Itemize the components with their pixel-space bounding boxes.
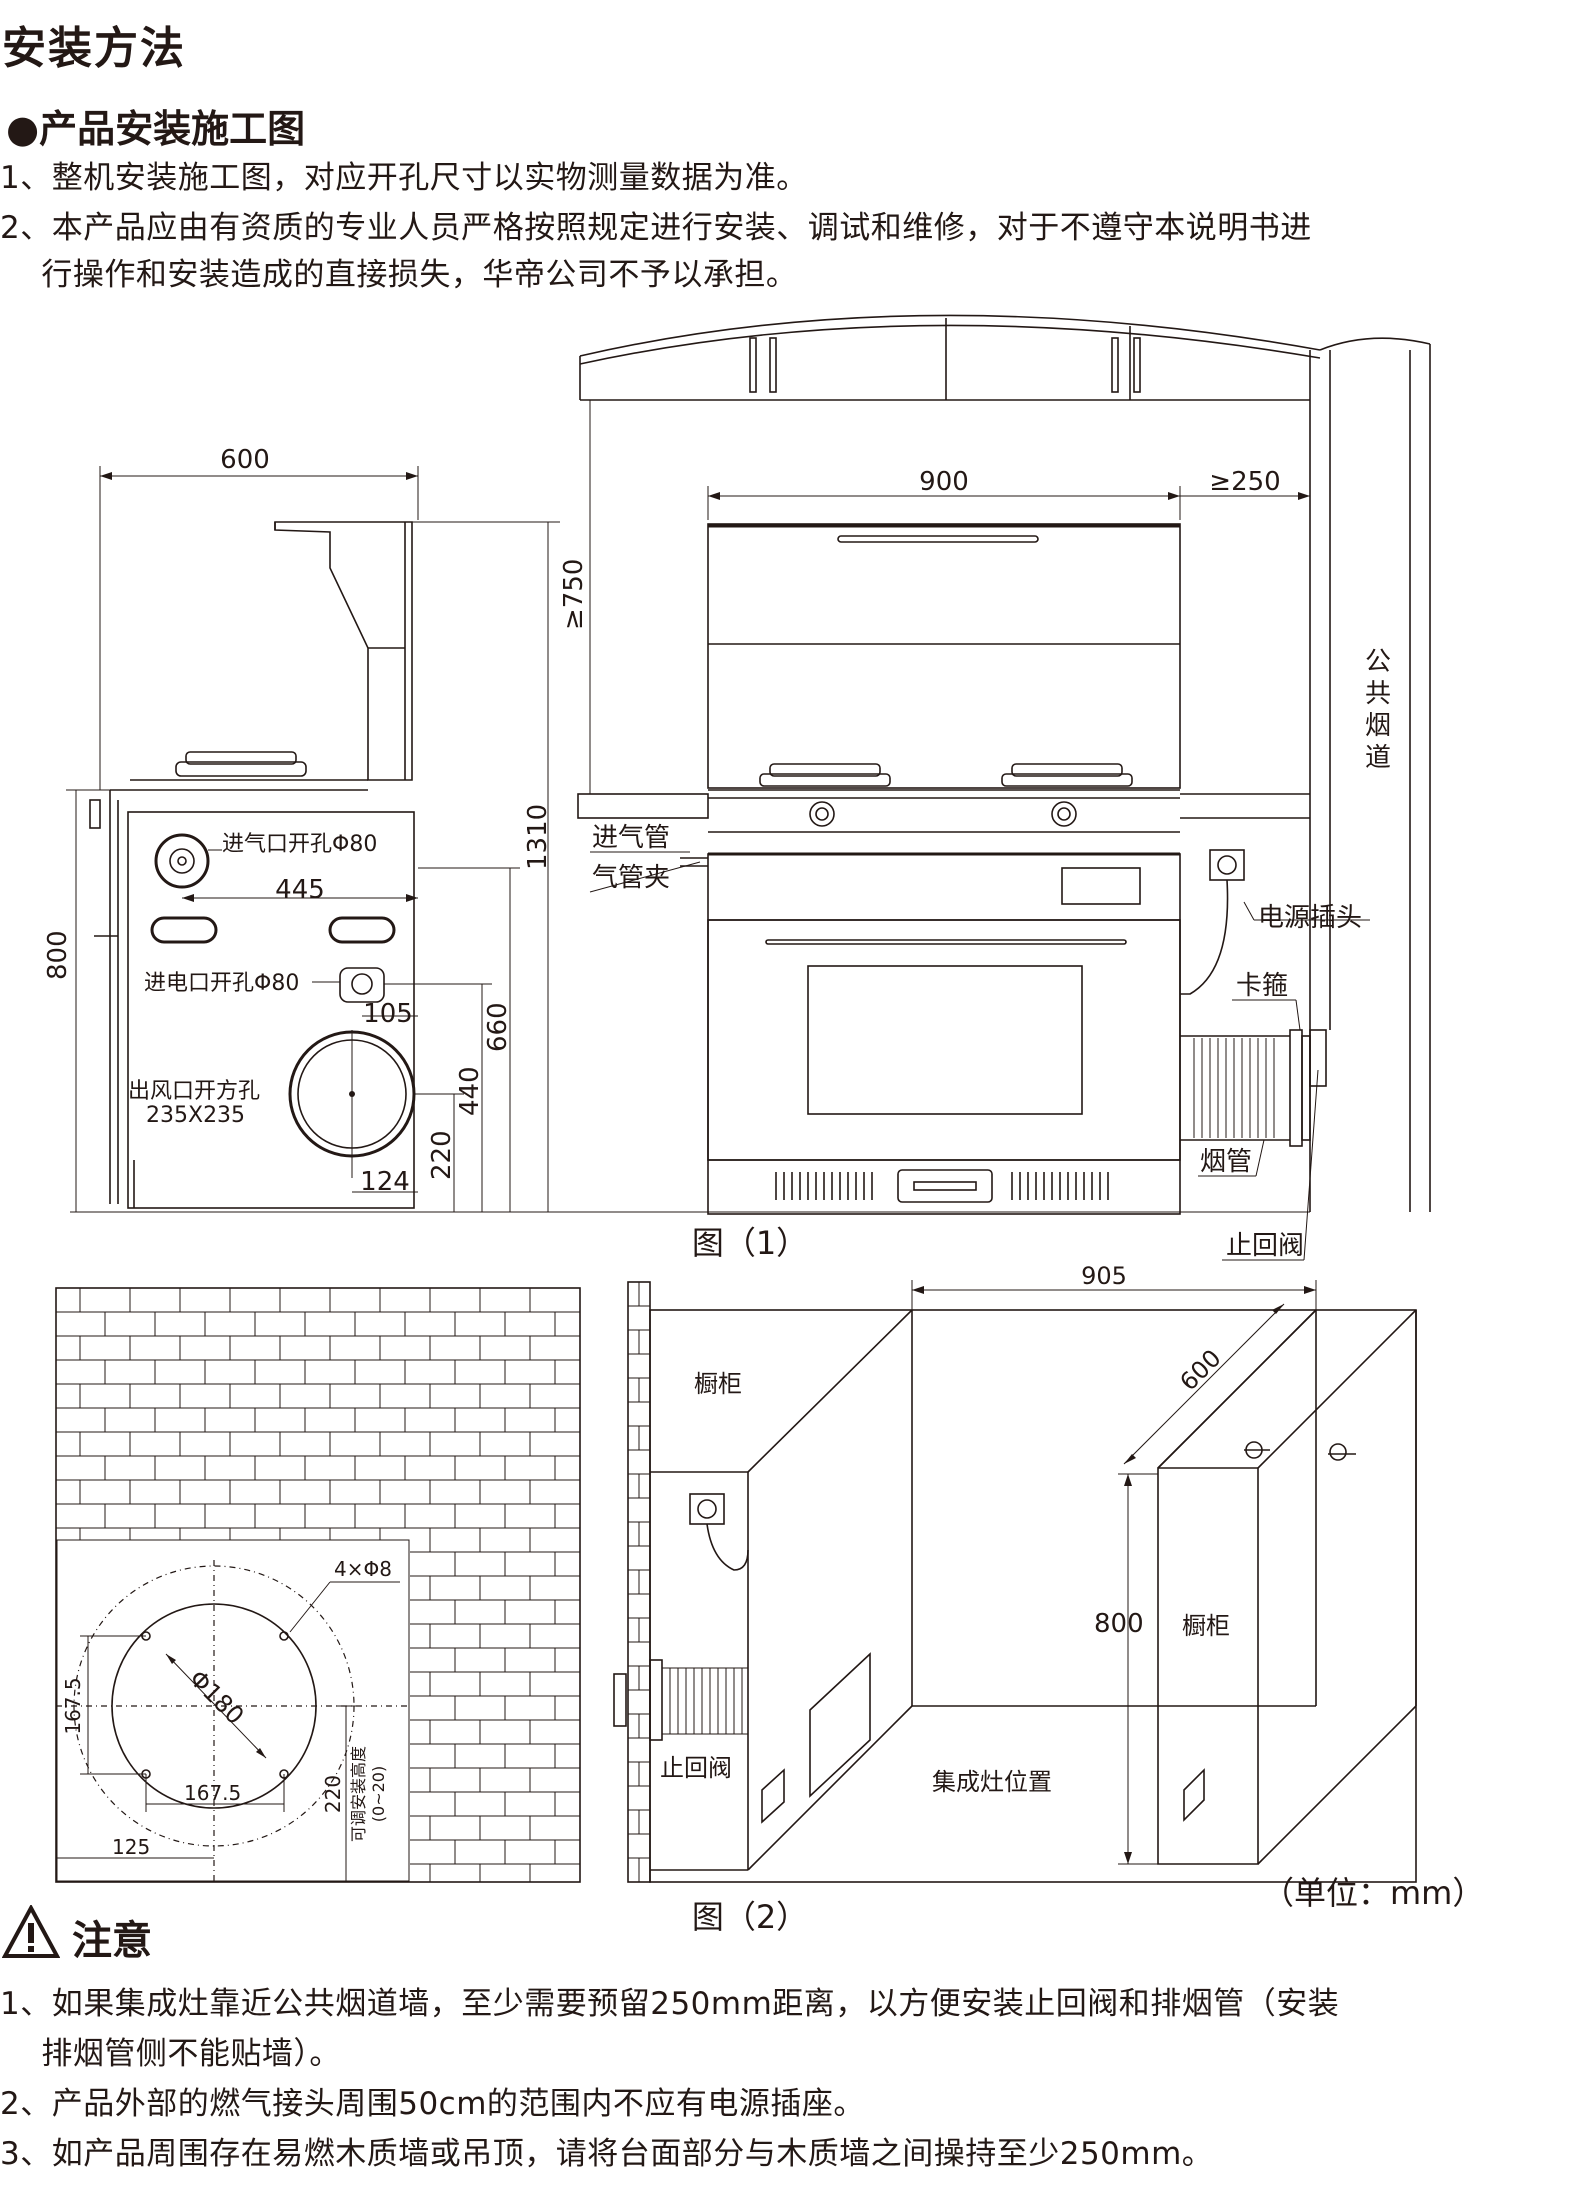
figure2-caption: 图（2）: [692, 1898, 808, 1936]
dim-124: 124: [360, 1167, 410, 1197]
notice-heading-text: 注意: [72, 1918, 152, 1964]
dim-600: 600: [220, 445, 270, 475]
intro-item-2-cont: 行操作和安装造成的直接损失，华帝公司不予以承担。: [0, 257, 798, 293]
dim-440: 440: [455, 1066, 485, 1116]
gas-hole-label: 进气口开孔Φ80: [222, 832, 377, 857]
dim-600-depth: 600: [1174, 1344, 1226, 1396]
cabinet-duct: [613, 1659, 748, 1741]
adjust-label-1: 可调安装高度: [349, 1746, 368, 1842]
dim-220-side: 220: [427, 1130, 457, 1180]
position-label: 集成灶位置: [932, 1768, 1052, 1796]
smoke-pipe-label: 烟管: [1200, 1147, 1252, 1177]
h-220-label: 220: [321, 1775, 345, 1813]
notice-item-1: 1、如果集成灶靠近公共烟道墙，至少需要预留250mm距离，以方便安装止回阀和排烟…: [0, 1986, 1340, 2022]
vent-grille-right: [1011, 1172, 1109, 1200]
w-167-label: 167.5: [184, 1781, 241, 1805]
section-heading: ●产品安装施工图: [6, 98, 305, 153]
notice-item-3: 3、如产品周围存在易燃木质墙或吊顶，请将台面部分与木质墙之间操持至少250mm。: [0, 2136, 1214, 2172]
w-125-label: 125: [112, 1835, 150, 1859]
section-heading-text: 产品安装施工图: [39, 107, 306, 151]
h-167-label: 167.5: [61, 1677, 85, 1734]
dim-800-cabinet: 800: [1094, 1609, 1144, 1639]
figure2-wall-view: 4×Φ8 Φ180 167.5 167.5 125 220 可调安装高度 (0~…: [55, 1287, 581, 1883]
dim-105: 105: [363, 999, 413, 1029]
intro-item-2: 2、本产品应由有资质的专业人员严格按照规定进行安装、调试和维修，对于不遵守本说明…: [0, 210, 1312, 246]
dim-900: 900: [919, 467, 969, 497]
flue-char-4: 道: [1365, 743, 1391, 773]
vent-size-label: 235X235: [146, 1103, 245, 1128]
figure1-side-view: 600 进气口开孔Φ80 445 进电口开孔Φ80: [43, 445, 586, 1213]
cabinet-check-valve-label: 止回阀: [660, 1754, 732, 1782]
dim-800-side: 800: [43, 930, 73, 980]
notice-heading: 注意: [1, 1903, 152, 1969]
notice-item-2: 2、产品外部的燃气接头周围50cm的范围内不应有电源插座。: [0, 2086, 865, 2122]
vent-grille-left: [775, 1172, 873, 1200]
flue-char-1: 公: [1365, 647, 1391, 677]
holes-label: 4×Φ8: [334, 1557, 392, 1581]
gas-pipe-label: 进气管: [592, 823, 670, 853]
power-hole-label: 进电口开孔Φ80: [144, 971, 299, 996]
check-valve-label: 止回阀: [1226, 1231, 1304, 1261]
notice-item-1-cont: 排烟管侧不能贴墙）。: [0, 2036, 341, 2072]
clamp-label: 卡箍: [1236, 971, 1288, 1001]
vent-hole-label: 出风口开方孔: [128, 1079, 260, 1104]
page-title: 安装方法: [2, 23, 186, 74]
bullet-icon: ●: [6, 107, 40, 151]
unit-label: （单位：mm）: [1262, 1874, 1484, 1912]
cabinet-right-label: 橱柜: [1182, 1612, 1230, 1640]
power-plug-label: 电源插头: [1258, 903, 1362, 933]
warning-icon: [1, 1903, 61, 1969]
diameter-label: Φ180: [184, 1664, 250, 1730]
dim-1310: 1310: [523, 804, 553, 870]
figure2-cabinet-view: 橱柜 止回阀 集成灶位置 橱柜: [613, 1262, 1417, 1883]
dim-250: ≥250: [1209, 467, 1280, 497]
flue-char-2: 共: [1365, 679, 1391, 709]
intro-item-1: 1、整机安装施工图，对应开孔尺寸以实物测量数据为准。: [0, 160, 808, 196]
brick-pattern: [56, 1288, 580, 1882]
figure1-front-view: 公 共 烟 道 ≥750 900 ≥250: [559, 314, 1431, 1261]
cabinet-left-label: 橱柜: [694, 1370, 742, 1398]
smoke-pipe: [1180, 1029, 1327, 1147]
adjust-label-2: (0~20): [369, 1766, 388, 1822]
dim-445: 445: [275, 875, 325, 905]
dim-660: 660: [483, 1002, 513, 1052]
pipe-clip-label: 气管夹: [592, 863, 670, 893]
flue-char-3: 烟: [1365, 711, 1391, 741]
figure1-caption: 图（1）: [692, 1224, 808, 1262]
dim-905: 905: [1081, 1262, 1127, 1290]
dim-750: ≥750: [559, 559, 589, 630]
